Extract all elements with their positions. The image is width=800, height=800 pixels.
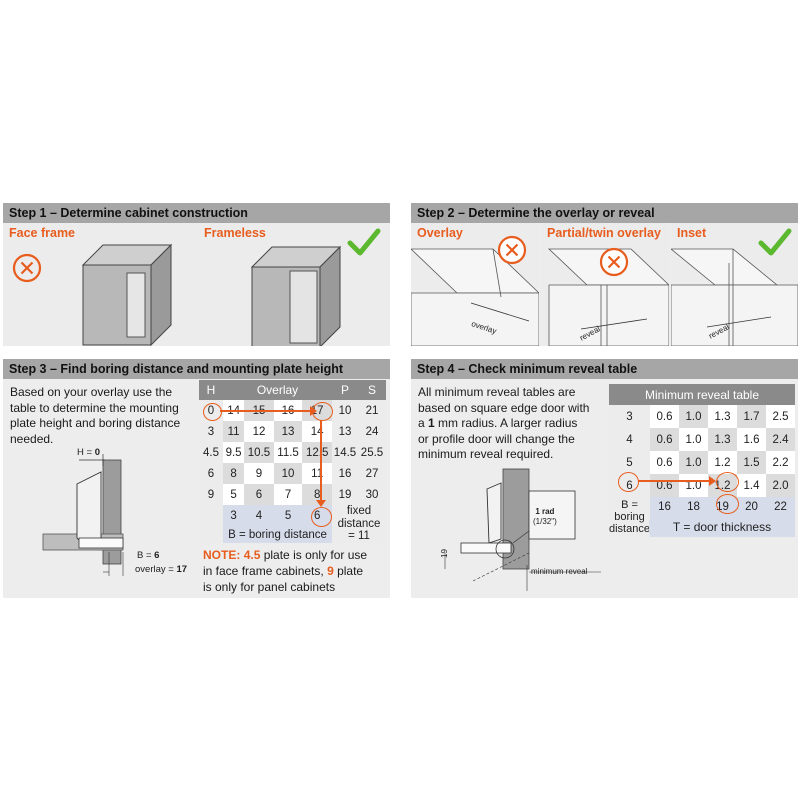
b-caption: B = boring distance (223, 526, 332, 543)
overlay-dimension: overlay = 17 (135, 564, 188, 575)
corner-radius-label: 1 rad (1/32") (533, 507, 557, 526)
lookup-arrows (220, 406, 326, 507)
header-p: P (332, 380, 358, 400)
overlay-label: Overlay (417, 226, 463, 240)
reveal-table-title: Minimum reveal table (609, 384, 795, 405)
face-frame-section: Face frame (3, 223, 196, 346)
step4-title: Step 4 – Check minimum reveal table (411, 359, 798, 379)
header-overlay: Overlay (223, 380, 332, 400)
reveal-lookup-arrow (638, 476, 716, 486)
step4-description: All minimum reveal tables are based on s… (418, 385, 590, 461)
table-row: 3 11 12 13 14 13 24 (199, 421, 386, 442)
highlight-ring-1-2 (716, 472, 739, 492)
face-frame-cabinet-icon (81, 243, 173, 346)
minimum-reveal-diagram (444, 468, 601, 591)
step2-panel: Step 2 – Determine the overlay or reveal… (411, 203, 798, 346)
cross-icon (599, 247, 629, 277)
partial-overlay-label: Partial/twin overlay (547, 226, 661, 240)
step3-title: Step 3 – Find boring distance and mounti… (3, 359, 390, 379)
inset-label: Inset (677, 226, 707, 240)
step1-title: Step 1 – Determine cabinet construction (3, 203, 390, 223)
step3-note: NOTE: 4.5 plate is only for use in face … (203, 548, 368, 594)
cross-icon (497, 235, 527, 265)
table-row: 4 0.6 1.0 1.3 1.6 2.4 (609, 428, 795, 451)
highlight-ring-t19 (716, 494, 739, 514)
check-icon (758, 228, 792, 256)
frameless-label: Frameless (204, 226, 266, 240)
step1-panel: Step 1 – Determine cabinet construction … (3, 203, 390, 346)
b-boring-distance-label: B = boring distance (609, 497, 650, 537)
header-s: S (358, 380, 386, 400)
table-row: 4.5 9.5 10.5 11.5 12.5 14.5 25.5 (199, 442, 386, 463)
partial-overlay-section: Partial/twin overlay reveal (541, 223, 669, 346)
table-row: 3 0.6 1.0 1.3 1.7 2.5 (609, 405, 795, 428)
frameless-section: Frameless (198, 223, 390, 346)
frameless-cabinet-icon (250, 245, 342, 346)
hinge-boring-diagram (42, 454, 124, 576)
table-row: 6 8 9 10 11 16 27 (199, 463, 386, 484)
face-frame-label: Face frame (9, 226, 76, 240)
t-caption: T = door thickness (649, 520, 795, 534)
fixed-distance: fixed distance = 11 (332, 505, 386, 543)
highlight-ring-b6 (311, 507, 332, 527)
overlay-section: Overlay overlay (411, 223, 539, 346)
h-dimension: H = 0 (77, 447, 100, 458)
inset-section: Inset reveal (671, 223, 798, 346)
inset-diagram (671, 248, 798, 346)
cross-icon (12, 253, 42, 283)
check-icon (347, 228, 381, 256)
step3-panel: Step 3 – Find boring distance and mounti… (3, 359, 390, 598)
step2-title: Step 2 – Determine the overlay or reveal (411, 203, 798, 223)
minimum-reveal-label: minimum reveal (531, 567, 588, 576)
header-h: H (199, 380, 223, 400)
table-row: 9 5 6 7 8 19 30 (199, 484, 386, 505)
step3-description: Based on your overlay use the table to d… (10, 385, 181, 446)
b-dimension: B = 6 (137, 550, 160, 561)
overlay-diagram (411, 248, 539, 346)
table-row: 5 0.6 1.0 1.2 1.5 2.2 (609, 451, 795, 474)
step4-panel: Step 4 – Check minimum reveal table All … (411, 359, 798, 598)
partial-overlay-diagram (547, 248, 669, 346)
boring-distance-table: H Overlay P S 0 14 15 16 17 10 21 3 11 1… (199, 380, 386, 543)
